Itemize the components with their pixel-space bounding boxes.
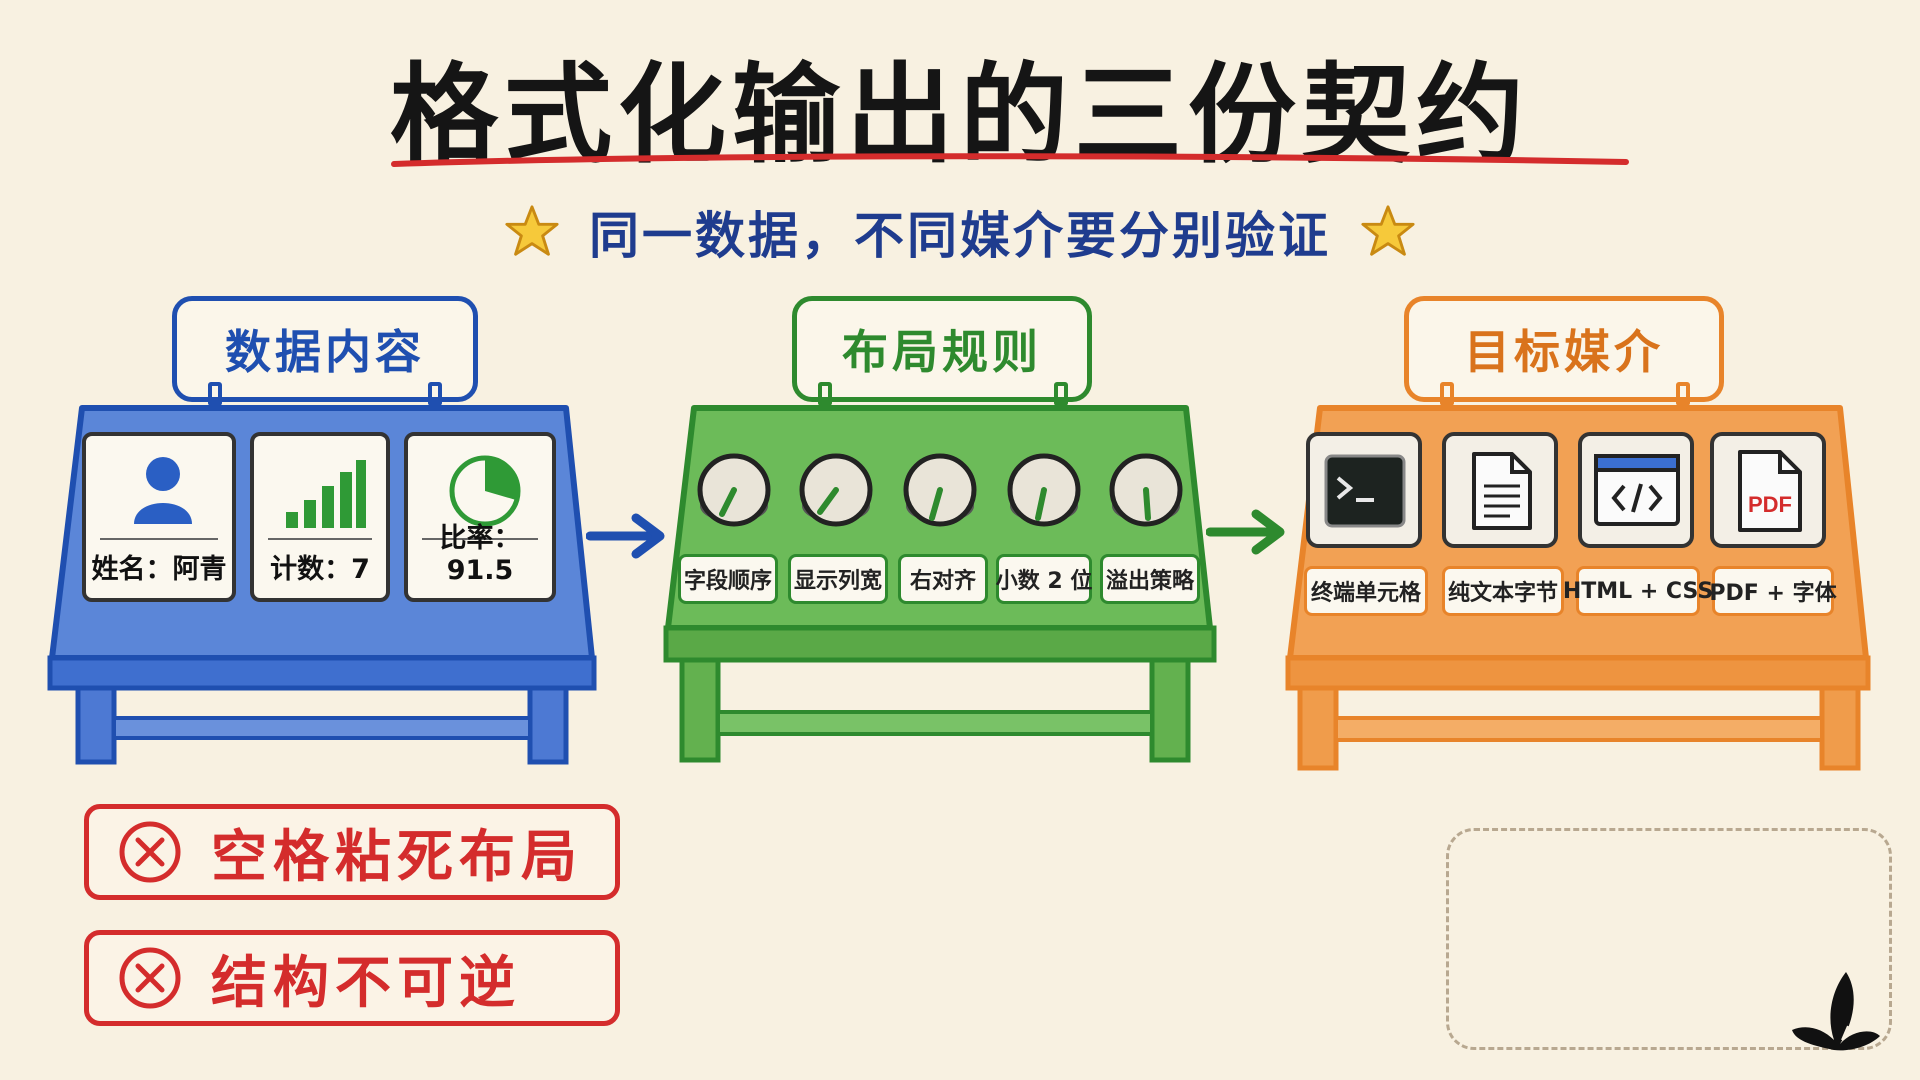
title-underline (391, 153, 1629, 167)
warning-text: 结构不可逆 (211, 950, 521, 1016)
warning-box: 空格粘死布局 (84, 804, 620, 900)
bar-chart-icon (286, 460, 366, 528)
star-icon (505, 205, 559, 256)
knob-icon (799, 453, 873, 527)
subtitle: 同一数据，不同媒介要分别验证 (589, 207, 1331, 265)
arrow-right-icon (1206, 509, 1285, 555)
media-tile: PDF (1710, 432, 1826, 548)
media-label: 纯文本字节 (1442, 566, 1564, 616)
document-icon (1472, 452, 1532, 530)
sign-post (208, 382, 222, 406)
empty-placeholder-box (1446, 828, 1892, 1050)
warning-text: 空格粘死布局 (211, 824, 583, 890)
sign-post (428, 382, 442, 406)
data-card: 计数：7 (250, 432, 390, 602)
media-label: HTML + CSS (1563, 566, 1713, 616)
divider (268, 538, 372, 540)
terminal-icon (1324, 454, 1406, 528)
knob-label: 小数 2 位 (996, 554, 1092, 604)
media-label: PDF + 字体 (1709, 566, 1837, 616)
knob-icon (903, 453, 977, 527)
data-panel-label: 数据内容 (172, 296, 478, 402)
knob-label: 溢出策略 (1100, 554, 1200, 604)
divider (100, 538, 218, 540)
data-card-label: 计数：7 (270, 554, 370, 585)
sign-post (1054, 382, 1068, 406)
media-tile (1306, 432, 1422, 548)
warning-box: 结构不可逆 (84, 930, 620, 1026)
media-tile (1578, 432, 1694, 548)
person-icon (134, 457, 192, 524)
knob-icon (697, 453, 771, 527)
data-card: 比率：91.5 (404, 432, 556, 602)
data-card-label: 比率：91.5 (439, 523, 521, 586)
media-tile (1442, 432, 1558, 548)
data-card: 姓名：阿青 (82, 432, 236, 602)
code-window-icon (1594, 454, 1680, 526)
arrow-right-icon (586, 513, 665, 559)
pdf-badge: PDF (1748, 492, 1792, 517)
knob-label: 字段顺序 (678, 554, 778, 604)
butterfly-logo-icon (1792, 972, 1880, 1051)
layout-panel-label: 布局规则 (792, 296, 1092, 402)
pie-chart-icon (449, 455, 521, 527)
pdf-file-icon: PDF (1738, 450, 1802, 532)
knob-row (697, 453, 1183, 527)
x-circle-icon (119, 821, 181, 883)
divider (422, 538, 538, 540)
media-panel-label: 目标媒介 (1404, 296, 1724, 402)
sign-post (1440, 382, 1454, 406)
sign-post (1676, 382, 1690, 406)
star-icon (1361, 205, 1415, 256)
data-card-label: 姓名：阿青 (91, 554, 227, 585)
x-circle-icon (119, 947, 181, 1009)
knob-icon (1109, 453, 1183, 527)
media-label: 终端单元格 (1304, 566, 1428, 616)
knob-icon (1007, 453, 1081, 527)
subtitle-row: 同一数据，不同媒介要分别验证 (0, 196, 1920, 268)
sign-post (818, 382, 832, 406)
knob-label: 右对齐 (898, 554, 988, 604)
knob-label: 显示列宽 (788, 554, 888, 604)
